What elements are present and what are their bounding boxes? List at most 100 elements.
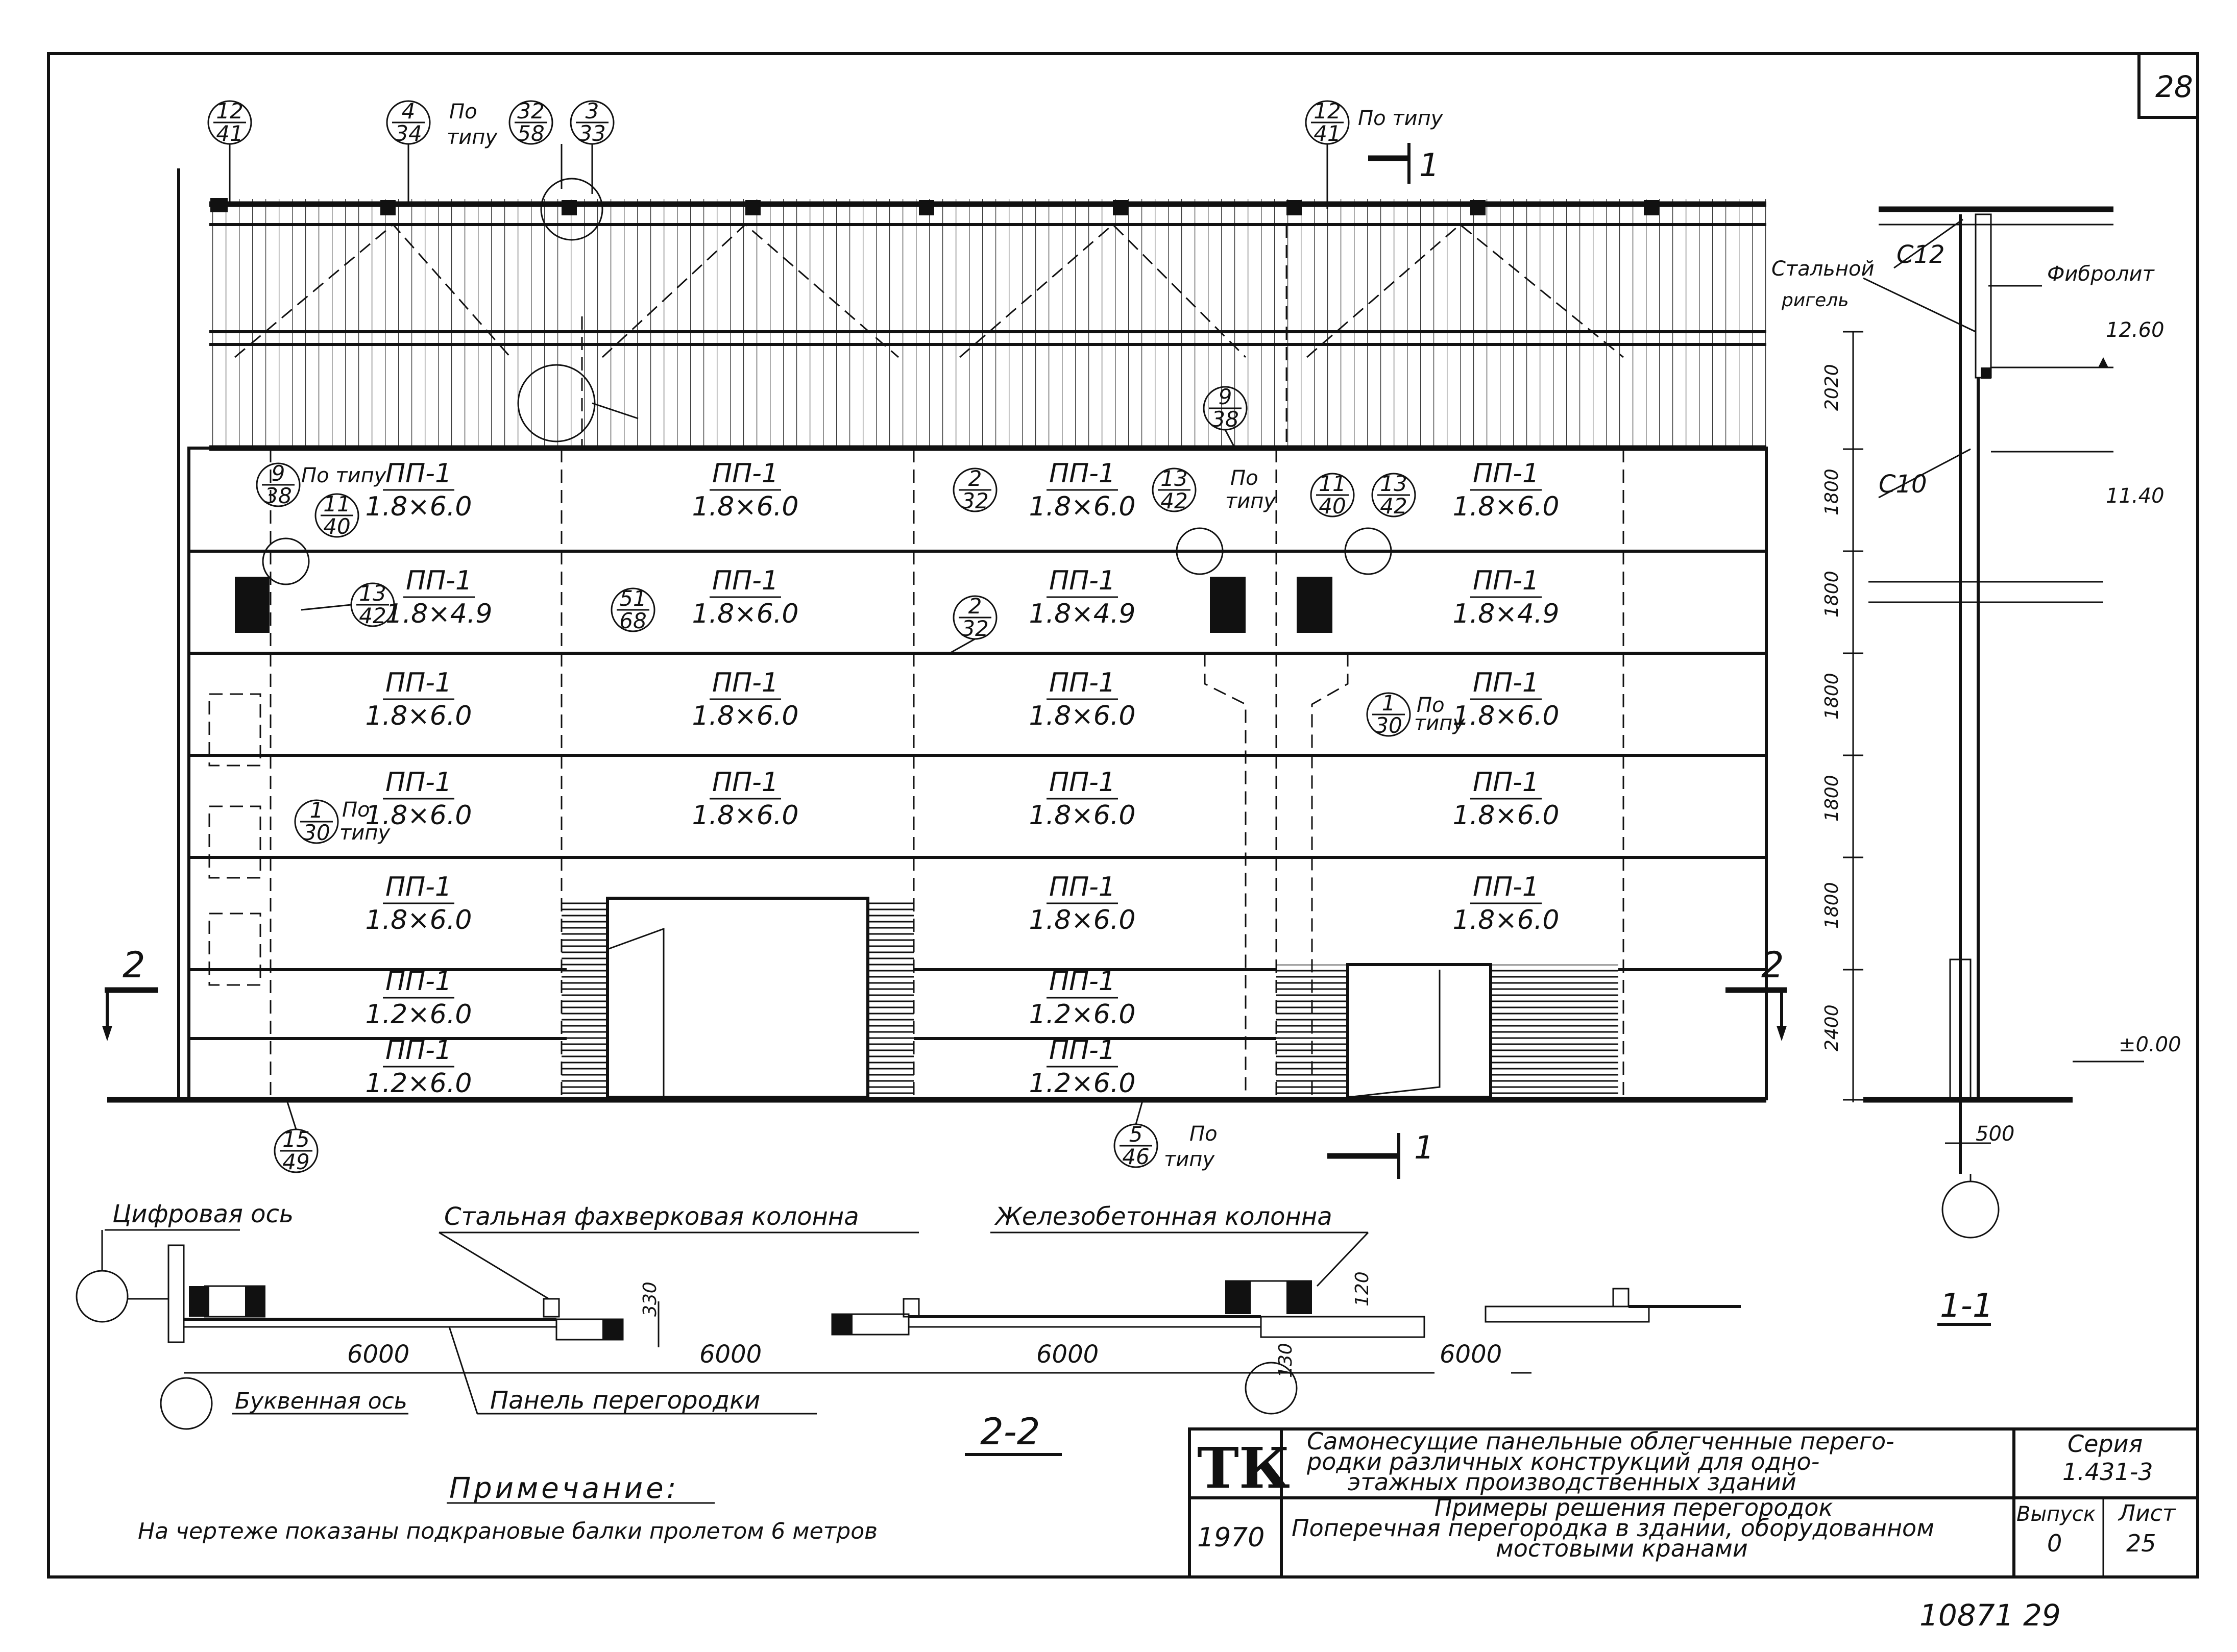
- cut-mark-top: 1: [1368, 143, 1439, 184]
- svg-text:41: 41: [216, 121, 243, 146]
- svg-text:3: 3: [586, 98, 599, 124]
- roof-truss-band: [209, 199, 1766, 449]
- ref-bubble: 130: [1366, 691, 1411, 738]
- panel-joints: [189, 550, 1766, 1040]
- svg-text:±0.00: ±0.00: [2119, 1033, 2181, 1056]
- svg-text:ПП-1: ПП-1: [1049, 458, 1115, 489]
- ref-bubble: 938: [256, 461, 301, 508]
- section-mark-right: 2: [1725, 944, 1787, 1041]
- sheet-number-box: [2137, 52, 2199, 119]
- detail-circle: [262, 537, 310, 585]
- svg-text:1.8×6.0: 1.8×6.0: [1453, 905, 1560, 935]
- svg-text:ПП-1: ПП-1: [1473, 668, 1539, 698]
- svg-text:42: 42: [1380, 494, 1407, 519]
- svg-text:родки различных конструкций дл: родки различных конструкций для одно-: [1306, 1448, 1819, 1475]
- svg-text:58: 58: [517, 121, 544, 146]
- svg-text:12: 12: [1314, 98, 1341, 124]
- svg-text:15: 15: [282, 1127, 309, 1152]
- crane-beam-sections: [235, 178, 1392, 633]
- svg-text:ПП-1: ПП-1: [1049, 767, 1115, 798]
- roof-bracing: [234, 223, 1624, 358]
- svg-text:1.2×6.0: 1.2×6.0: [1029, 999, 1136, 1030]
- svg-text:1.8×6.0: 1.8×6.0: [1029, 491, 1136, 522]
- section-mark-left: 2: [102, 944, 158, 1041]
- svg-text:ПП-1: ПП-1: [385, 872, 452, 902]
- svg-text:1.8×6.0: 1.8×6.0: [692, 491, 799, 522]
- svg-text:Серия: Серия: [2068, 1430, 2143, 1458]
- svg-text:1.8×6.0: 1.8×6.0: [1029, 701, 1136, 731]
- svg-text:ПП-1: ПП-1: [385, 458, 452, 489]
- svg-text:32: 32: [517, 98, 544, 124]
- svg-text:25: 25: [2126, 1530, 2156, 1557]
- svg-text:ПП-1: ПП-1: [1049, 872, 1115, 902]
- svg-text:ПП-1: ПП-1: [712, 458, 779, 489]
- svg-text:ПП-1: ПП-1: [1473, 565, 1539, 596]
- svg-text:По: По: [1417, 694, 1445, 717]
- svg-text:Лист: Лист: [2118, 1500, 2176, 1526]
- svg-text:13: 13: [359, 581, 386, 606]
- svg-text:ПП-1: ПП-1: [385, 1035, 452, 1066]
- svg-text:1.8×6.0: 1.8×6.0: [366, 701, 472, 731]
- svg-text:типу: типу: [339, 821, 391, 845]
- svg-text:1.2×6.0: 1.2×6.0: [1029, 1068, 1136, 1099]
- svg-text:1.8×6.0: 1.8×6.0: [692, 701, 799, 731]
- svg-text:1.8×6.0: 1.8×6.0: [366, 491, 472, 522]
- section-1-1: С12 Фибролит Стальной ригель С10 12.60 1…: [1771, 206, 2181, 1326]
- svg-text:6000: 6000: [1440, 1340, 1502, 1369]
- handwritten-note: 10871 29: [1919, 1598, 2061, 1633]
- svg-text:12: 12: [216, 98, 243, 124]
- elevation-view: 2 2 1 1: [102, 143, 1787, 1179]
- ref-bubble: 232: [953, 594, 998, 641]
- elevation-marks: 12.60 11.40 ±0.00: [1991, 318, 2181, 1063]
- svg-text:1.8×6.0: 1.8×6.0: [1029, 800, 1136, 831]
- section-label: 2-2: [980, 1410, 1040, 1453]
- svg-text:46: 46: [1122, 1144, 1149, 1169]
- detail-circle: [1176, 527, 1224, 575]
- svg-text:11: 11: [1319, 471, 1346, 496]
- door-opening-left: [562, 897, 914, 1099]
- detail-circle: [517, 364, 596, 442]
- svg-text:Цифровая ось: Цифровая ось: [112, 1200, 294, 1228]
- svg-text:49: 49: [282, 1149, 309, 1174]
- panel-labels: ПП-11.8×6.0 ПП-11.8×6.0 ПП-11.8×6.0 ПП-1…: [366, 458, 1560, 1099]
- svg-text:5: 5: [1129, 1122, 1143, 1147]
- svg-text:ПП-1: ПП-1: [385, 668, 452, 698]
- vertical-dimensions: 2020 1800 1800 1800 1800 1800 2400: [1821, 331, 1863, 1102]
- svg-text:500: 500: [1976, 1122, 2014, 1146]
- svg-text:1.8×6.0: 1.8×6.0: [1029, 905, 1136, 935]
- svg-text:68: 68: [619, 608, 646, 633]
- svg-text:1.8×4.9: 1.8×4.9: [1029, 599, 1136, 629]
- svg-text:42: 42: [1160, 488, 1187, 513]
- svg-text:9: 9: [272, 461, 285, 486]
- svg-text:1.431-3: 1.431-3: [2062, 1458, 2153, 1486]
- svg-text:Стальная фахверковая колонна: Стальная фахверковая колонна: [444, 1202, 859, 1231]
- svg-text:типу: типу: [447, 126, 498, 149]
- svg-text:34: 34: [395, 121, 422, 146]
- svg-text:2020: 2020: [1821, 364, 1842, 411]
- svg-text:2: 2: [968, 466, 982, 491]
- svg-text:1800: 1800: [1821, 775, 1842, 822]
- ref-bubble: 546: [1113, 1122, 1158, 1169]
- drawing-note: Примечание: На чертеже показаны подкрано…: [138, 1472, 878, 1544]
- ref-bubble: 333: [570, 98, 615, 146]
- svg-text:1: 1: [1382, 691, 1396, 716]
- svg-text:40: 40: [323, 514, 350, 539]
- svg-text:1.8×6.0: 1.8×6.0: [366, 905, 472, 935]
- plan-section-2-2: Цифровая ось 330 Стальная фахверковая ко…: [76, 1200, 1741, 1456]
- svg-text:Поперечная перегородка в здани: Поперечная перегородка в здании, оборудо…: [1292, 1514, 1934, 1542]
- detail-circle: [540, 178, 603, 241]
- svg-text:6000: 6000: [699, 1340, 762, 1369]
- svg-text:11.40: 11.40: [2106, 484, 2165, 508]
- svg-text:По: По: [1230, 466, 1258, 490]
- svg-text:30: 30: [303, 820, 330, 845]
- svg-text:6000: 6000: [347, 1340, 409, 1369]
- svg-text:1: 1: [1419, 146, 1439, 184]
- svg-text:12.60: 12.60: [2106, 318, 2165, 342]
- svg-text:33: 33: [578, 121, 605, 146]
- svg-text:1.8×6.0: 1.8×6.0: [1453, 491, 1560, 522]
- svg-text:1.8×4.9: 1.8×4.9: [1453, 599, 1560, 629]
